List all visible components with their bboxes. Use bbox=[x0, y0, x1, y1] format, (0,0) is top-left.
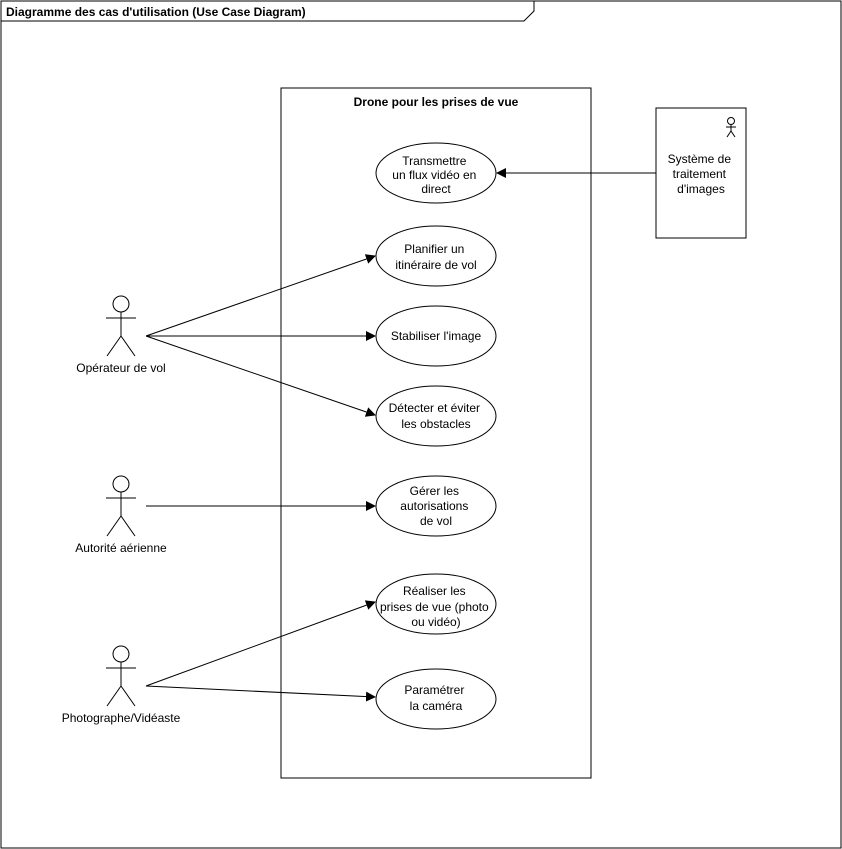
use-case-realiser: Réaliser les prises de vue (photo ou vid… bbox=[375, 573, 497, 635]
association-operateur-detecter bbox=[145, 335, 376, 417]
use-case-parametrer: Paramétrer la caméra bbox=[375, 668, 497, 730]
svg-text:Transmettre un flux vidé: Transmettre un flux vidéo en direct bbox=[392, 154, 479, 196]
associations bbox=[145, 168, 656, 702]
actor-label: Opérateur de vol bbox=[76, 361, 165, 375]
use-case-planifier: Planifier un itinéraire de vol bbox=[375, 225, 497, 287]
external-system-label: Système de traitement d'images bbox=[668, 152, 735, 196]
svg-text:Stabiliser l'image: Stabiliser l'image bbox=[391, 329, 482, 343]
svg-text:Détecter et éviter les o: Détecter et éviter les obstacles bbox=[389, 401, 484, 431]
external-system-actor-icon bbox=[726, 117, 736, 138]
actor-label: Photographe/Vidéaste bbox=[62, 711, 181, 725]
use-case-stabiliser: Stabiliser l'image bbox=[375, 305, 497, 367]
association-operateur-planifier bbox=[145, 254, 376, 337]
actor-label: Autorité aérienne bbox=[75, 541, 167, 555]
frame-title-tab bbox=[0, 0, 535, 22]
system-title: Drone pour les prises de vue bbox=[354, 95, 519, 109]
association-photographe-parametrer bbox=[145, 685, 376, 702]
actor-photographe: Photographe/Vidéaste bbox=[62, 645, 181, 725]
use-case-detecter: Détecter et éviter les obstacles bbox=[375, 385, 497, 447]
stick-figure-icon bbox=[106, 295, 136, 357]
use-case-gerer: Gérer les autorisations de vol bbox=[375, 475, 497, 537]
svg-text:Paramétrer la caméra: Paramétrer la caméra bbox=[404, 683, 467, 713]
svg-text:Planifier un itinéraire: Planifier un itinéraire de vol bbox=[395, 242, 476, 272]
stick-figure-icon bbox=[106, 645, 136, 707]
actor-operateur: Opérateur de vol bbox=[76, 295, 166, 375]
actor-autorite: Autorité aérienne bbox=[75, 475, 167, 555]
frame-title: Diagramme des cas d'utilisation (Use Cas… bbox=[6, 5, 306, 19]
stick-figure-icon bbox=[106, 475, 136, 537]
svg-text:Gérer les autorisations: Gérer les autorisations de vol bbox=[400, 484, 471, 528]
use-case-transmettre: Transmettre un flux vidéo en direct bbox=[375, 142, 497, 204]
association-photographe-realiser bbox=[145, 600, 376, 687]
svg-text:Réaliser les prises de v: Réaliser les prises de vue (photo ou vid… bbox=[380, 584, 492, 629]
